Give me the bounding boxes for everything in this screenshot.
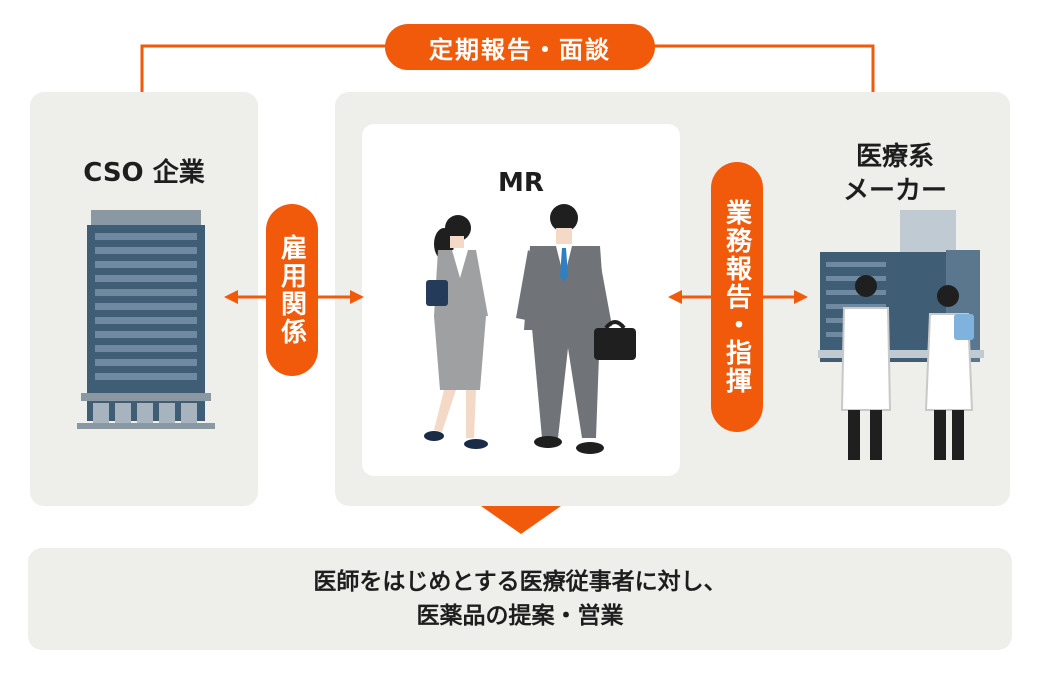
mr-title: MR [498,168,544,198]
maker-title-line2: メーカー [842,176,947,206]
cso-title: CSO 企業 [83,158,205,188]
business-label: 業務報告・指揮 [721,199,752,395]
business-pill: 業務報告・指揮 [711,162,763,432]
mr-people-icon [424,204,636,454]
bottom-line1: 医師をはじめとする医療従事者に対し、 [313,569,727,595]
maker-title-line1: 医療系 [855,142,934,172]
periodic-report-pill: 定期報告・面談 [385,24,655,70]
down-arrow-icon [481,506,561,534]
bottom-panel: 医師をはじめとする医療従事者に対し、 医薬品の提案・営業 [28,548,1012,650]
maker-title: 医療系 メーカー [790,140,1000,208]
maker-buildings-doctors-icon [818,210,984,460]
employment-label: 雇用関係 [276,234,307,346]
periodic-report-label: 定期報告・面談 [429,35,611,64]
bottom-line2: 医薬品の提案・営業 [416,603,624,629]
employment-pill: 雇用関係 [266,204,318,376]
cso-building-icon [77,210,215,429]
